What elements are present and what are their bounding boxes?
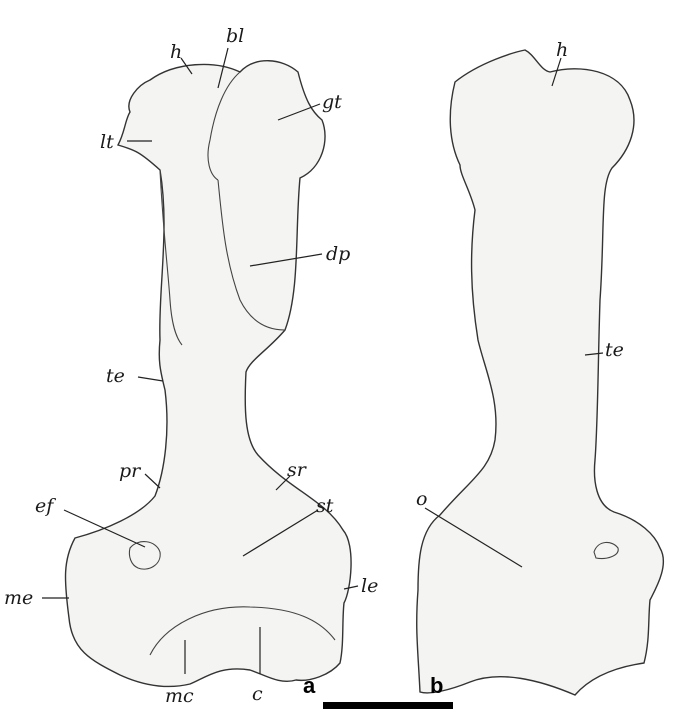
leader-te-a xyxy=(138,377,163,381)
label-lt: lt xyxy=(100,131,114,153)
scale-bar xyxy=(323,702,453,709)
label-bl: bl xyxy=(226,25,244,47)
label-h-a: h xyxy=(170,41,182,63)
label-le: le xyxy=(361,575,378,597)
label-te-a: te xyxy=(106,365,125,387)
panel-label-a: a xyxy=(303,673,316,698)
label-pr: pr xyxy=(119,460,142,482)
label-mc: mc xyxy=(165,685,194,707)
specimen-b xyxy=(417,50,664,695)
label-ef: ef xyxy=(35,495,56,517)
label-h-b: h xyxy=(556,39,568,61)
label-te-b: te xyxy=(605,339,624,361)
panel-label-b: b xyxy=(430,673,443,698)
label-dp: dp xyxy=(326,243,350,265)
label-gt: gt xyxy=(322,91,342,113)
label-me: me xyxy=(4,587,33,609)
label-sr: sr xyxy=(287,459,308,481)
specimen-b-outline xyxy=(417,50,664,695)
label-st: st xyxy=(316,495,334,517)
label-c: c xyxy=(252,683,263,705)
leader-pr xyxy=(145,474,160,488)
label-o: o xyxy=(416,488,427,510)
